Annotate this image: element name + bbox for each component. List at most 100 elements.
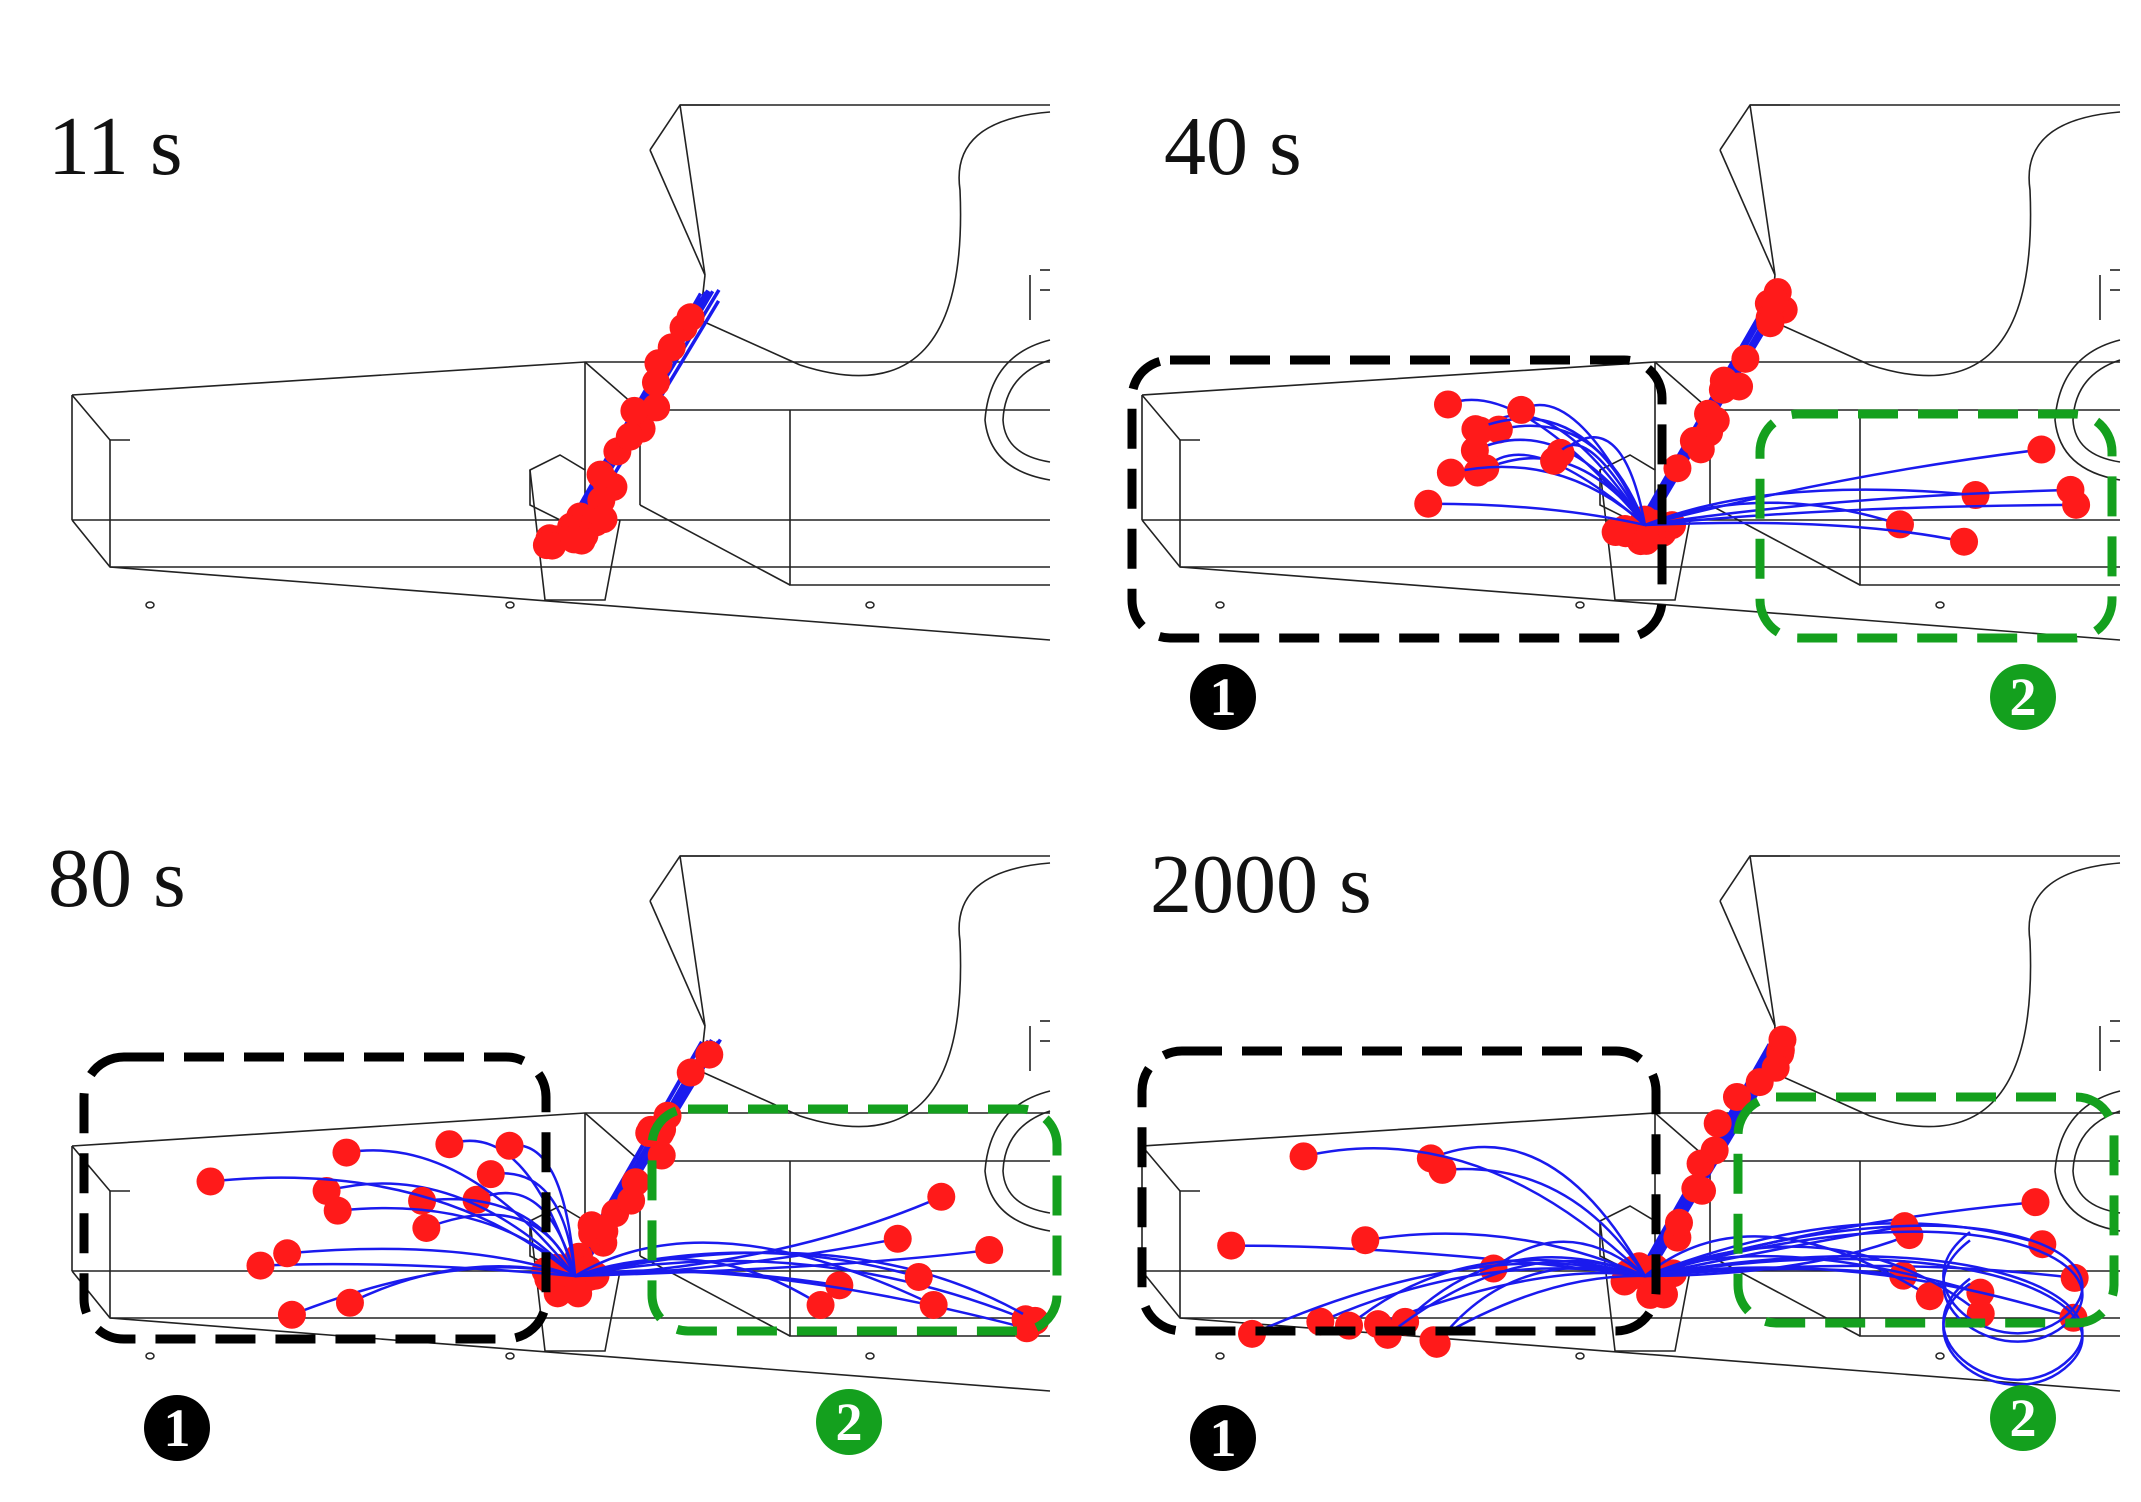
wireframe-edge xyxy=(2054,339,2121,481)
particle xyxy=(1703,1109,1732,1138)
mount-hole xyxy=(1215,1352,1225,1360)
wireframe-edge xyxy=(679,104,706,276)
wireframe-edge xyxy=(1002,1110,1051,1214)
particle xyxy=(695,1040,724,1069)
mount-hole xyxy=(1935,601,1945,609)
wireframe-edge xyxy=(1654,1112,2120,1162)
particle-trajectory xyxy=(574,1241,935,1307)
particle xyxy=(1351,1226,1380,1255)
mount-hole xyxy=(505,601,515,609)
particle xyxy=(883,1224,912,1253)
region-1-badge: 1 xyxy=(144,1395,210,1461)
particle-trajectory xyxy=(1348,1258,1646,1327)
particle xyxy=(1700,1136,1729,1165)
particle-trajectory xyxy=(574,1251,920,1279)
particle xyxy=(1961,481,1990,510)
particle xyxy=(1701,406,1730,435)
particle xyxy=(246,1251,275,1280)
particle xyxy=(1889,1261,1918,1290)
particle xyxy=(335,1288,364,1317)
particle-trajectory xyxy=(1559,436,1647,526)
particle xyxy=(1540,446,1569,475)
region-2-badge: 2 xyxy=(1990,664,2056,730)
particle xyxy=(476,1160,505,1189)
wireframe-edge xyxy=(649,900,706,1027)
geometry-wireframe xyxy=(1141,104,2121,641)
particle-trajectory xyxy=(1432,1274,1646,1342)
wireframe-edge xyxy=(799,111,1051,377)
wireframe-edge xyxy=(699,319,801,366)
wireframe-edge xyxy=(1141,394,1181,441)
particle-trajectory xyxy=(1644,501,1901,527)
wireframe-edge xyxy=(1141,1145,1181,1192)
particle xyxy=(904,1262,933,1291)
wireframe-edge xyxy=(984,339,1051,481)
particle xyxy=(2021,1188,2050,1217)
particle-trajectory xyxy=(1644,1230,2084,1343)
particle-trajectory xyxy=(574,1259,1027,1321)
panel-11s: 11 s xyxy=(0,0,1070,751)
wireframe-edge xyxy=(1749,104,1776,276)
particle-trajectory xyxy=(421,1197,577,1277)
particle xyxy=(273,1239,302,1268)
particle-trajectory xyxy=(1435,1266,1646,1345)
wireframe-edge xyxy=(1002,359,1051,463)
wireframe-edge xyxy=(1769,319,1871,366)
region-outlines xyxy=(1137,1046,2119,1336)
particle xyxy=(560,525,589,554)
wireframe-edge xyxy=(71,394,111,441)
particle xyxy=(564,1279,593,1308)
particle-trajectory xyxy=(1447,398,1646,526)
wireframe-edge xyxy=(2072,1110,2121,1214)
particle xyxy=(196,1167,225,1196)
particle xyxy=(2056,475,2085,504)
mount-hole xyxy=(1575,1352,1585,1360)
particle-trajectory xyxy=(1492,1240,1646,1277)
wireframe-edge xyxy=(584,361,1050,411)
time-label: 80 s xyxy=(48,832,186,925)
particle-trajectory xyxy=(448,1139,577,1277)
mount-hole xyxy=(1215,601,1225,609)
time-label: 11 s xyxy=(48,100,183,193)
particle-trajectory xyxy=(1386,1259,1646,1336)
particle xyxy=(1688,1176,1717,1205)
particle xyxy=(532,531,561,560)
region-2-outline xyxy=(1755,409,2117,643)
particle xyxy=(825,1271,854,1300)
particle xyxy=(2027,435,2056,464)
particle-trajectory xyxy=(574,1195,942,1278)
particle-trajectory xyxy=(1644,503,2077,527)
particle xyxy=(1709,366,1738,395)
particle xyxy=(676,1058,705,1087)
particle xyxy=(577,1211,606,1240)
panel-40s: 40 s 1 2 xyxy=(1070,0,2140,751)
wireframe-edge xyxy=(584,1112,1050,1162)
particle xyxy=(1731,344,1760,373)
wireframe-edge xyxy=(679,855,706,1027)
particle xyxy=(919,1290,948,1319)
wireframe-edge xyxy=(649,149,706,276)
particle-trajectory xyxy=(1644,1257,2084,1387)
particle-trajectory xyxy=(574,1257,822,1307)
particle-trajectory xyxy=(1644,448,2042,527)
particle xyxy=(1895,1221,1924,1250)
wireframe-edge xyxy=(799,862,1051,1128)
particle xyxy=(1722,1082,1751,1111)
particle-layer xyxy=(1414,278,2091,556)
geometry-wireframe xyxy=(71,104,1051,641)
particle-trajectory xyxy=(1644,1233,1910,1278)
wireframe-edge xyxy=(1599,1220,1691,1352)
wireframe-edge xyxy=(71,1145,111,1192)
particle xyxy=(1686,435,1715,464)
particle xyxy=(1461,415,1490,444)
wireframe-edge xyxy=(1769,1070,1871,1117)
particle xyxy=(277,1300,306,1329)
particle-trajectory xyxy=(1644,1254,2084,1382)
particle xyxy=(412,1213,441,1242)
particle xyxy=(1414,489,1443,518)
particle-trajectory xyxy=(1644,1224,2084,1335)
particle-trajectory xyxy=(1428,502,1646,527)
particle-layer xyxy=(532,289,721,560)
particle xyxy=(332,1138,361,1167)
particle-trajectory xyxy=(1319,1267,1646,1323)
